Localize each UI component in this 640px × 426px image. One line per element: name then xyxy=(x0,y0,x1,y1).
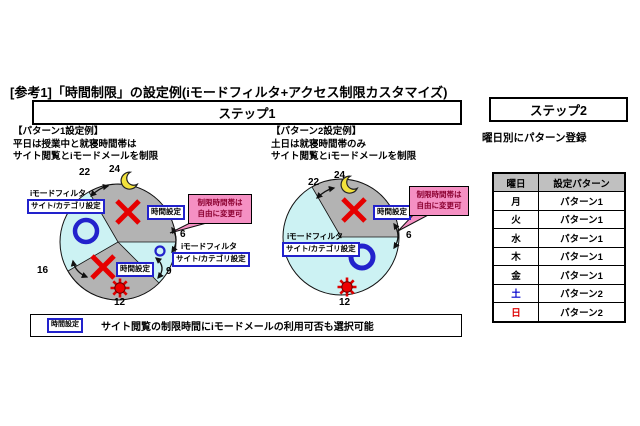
table-header-row: 曜日 設定パターン xyxy=(492,172,626,192)
clock1-hour-6: 6 xyxy=(180,229,186,240)
clock1-hour-16: 16 xyxy=(37,265,49,276)
clock2 xyxy=(282,175,434,297)
imode-filter-label-2: iモードフィルタ xyxy=(181,242,237,251)
pattern2-heading: 【パターン2設定例】 xyxy=(271,126,362,137)
time-setting-box-1: 時間設定 xyxy=(147,205,185,220)
adjust-arrow-16-1 xyxy=(70,259,89,278)
restricted-x-school-1 xyxy=(90,254,116,280)
moon-icon xyxy=(340,175,359,194)
clock1-hour-12: 12 xyxy=(114,297,126,308)
step2-subtitle: 曜日別にパターン登録 xyxy=(482,132,587,144)
table-row: 木 パターン1 xyxy=(492,246,626,266)
callout-line2: 自由に変更可 xyxy=(416,201,462,210)
day-cell-sunday: 日 xyxy=(492,302,539,322)
site-category-box-3: サイト/カテゴリ設定 xyxy=(282,242,360,257)
adjust-arrow-22-2 xyxy=(316,185,336,199)
day-cell: 月 xyxy=(492,191,539,211)
allowed-o-mark-2 xyxy=(348,243,376,271)
table-row: 水 パターン1 xyxy=(492,228,626,248)
pattern2-line2: サイト閲覧とiモードメールを制限 xyxy=(271,151,417,162)
allowed-o-mark-small-1 xyxy=(154,245,166,257)
sun-icon xyxy=(110,278,130,298)
imode-filter-label-1: iモードフィルタ xyxy=(30,189,86,198)
table-row: 月 パターン1 xyxy=(492,191,626,211)
callout-line1: 制限時間帯は xyxy=(416,190,462,199)
callout-line2: 自由に変更可 xyxy=(197,209,243,218)
table-row: 日 パターン2 xyxy=(492,302,626,322)
clock2-hour-12: 12 xyxy=(339,297,351,308)
changeable-callout-2: 制限時間帯は 自由に変更可 xyxy=(409,186,469,216)
allowed-o-mark-1 xyxy=(72,217,100,245)
clock2-hour-6: 6 xyxy=(406,230,412,241)
adjust-arrow-6-1 xyxy=(171,226,178,254)
changeable-callout-1: 制限時間帯は 自由に変更可 xyxy=(188,194,252,224)
day-cell-saturday: 土 xyxy=(492,283,539,303)
table-row: 火 パターン1 xyxy=(492,209,626,229)
clock2-hour-24: 24 xyxy=(334,170,346,181)
weekday-pattern-table: 曜日 設定パターン 月 パターン1 火 パターン1 水 パターン1 木 パターン… xyxy=(492,172,626,323)
pattern1-line1: 平日は授業中と就寝時間帯は xyxy=(13,138,137,150)
pattern-cell: パターン2 xyxy=(538,302,626,322)
sun-icon xyxy=(337,277,357,297)
header-pattern: 設定パターン xyxy=(538,172,626,192)
page-title: [参考1]「時間制限」の設定例(iモードフィルタ+アクセス制限カスタマイズ) xyxy=(10,85,448,100)
day-cell: 木 xyxy=(492,246,539,266)
site-category-box-1: サイト/カテゴリ設定 xyxy=(27,199,105,214)
clock1-hour-22: 22 xyxy=(79,167,91,178)
imode-filter-label-3: iモードフィルタ xyxy=(287,232,343,241)
adjust-arrow-6-2 xyxy=(393,222,400,250)
pattern2-line1: 土日は就寝時間帯のみ xyxy=(271,138,367,150)
header-day: 曜日 xyxy=(492,172,539,192)
step2-header: ステップ2 xyxy=(489,97,628,122)
pattern-cell: パターン1 xyxy=(538,191,626,211)
restricted-x-night-1 xyxy=(115,199,141,225)
restricted-x-night-2 xyxy=(341,197,367,223)
pattern-cell: パターン1 xyxy=(538,228,626,248)
clock1-hour-9: 9 xyxy=(166,266,172,277)
step1-label: ステップ1 xyxy=(218,107,276,121)
pattern-cell: パターン2 xyxy=(538,283,626,303)
time-setting-box-2: 時間設定 xyxy=(116,262,154,277)
pattern1-line2: サイト閲覧とiモードメールを制限 xyxy=(13,151,159,162)
callout-line1: 制限時間帯は xyxy=(197,198,243,207)
clock2-hour-22: 22 xyxy=(308,177,320,188)
pattern-cell: パターン1 xyxy=(538,265,626,285)
pattern2-description: 【パターン2設定例】 土日は就寝時間帯のみ サイト閲覧とiモードメールを制限 xyxy=(271,126,416,164)
note-text: サイト閲覧の制限時間にiモードメールの利用可否も選択可能 xyxy=(101,322,374,333)
step1-header: ステップ1 xyxy=(32,100,462,125)
step2-label: ステップ2 xyxy=(530,104,587,118)
pattern1-heading: 【パターン1設定例】 xyxy=(13,126,104,137)
table-row: 土 パターン2 xyxy=(492,283,626,303)
pattern-cell: パターン1 xyxy=(538,246,626,266)
time-setting-box-3: 時間設定 xyxy=(373,205,411,220)
clock1-hour-24: 24 xyxy=(109,164,121,175)
table-row: 金 パターン1 xyxy=(492,265,626,285)
note-box: 時間設定 サイト閲覧の制限時間にiモードメールの利用可否も選択可能 xyxy=(30,314,462,337)
day-cell: 火 xyxy=(492,209,539,229)
day-cell: 金 xyxy=(492,265,539,285)
moon-icon xyxy=(120,171,139,190)
pattern1-description: 【パターン1設定例】 平日は授業中と就寝時間帯は サイト閲覧とiモードメールを制… xyxy=(13,126,158,164)
adjust-arrow-22-1 xyxy=(90,183,110,197)
adjust-arrow-9-1 xyxy=(154,257,164,280)
day-cell: 水 xyxy=(492,228,539,248)
time-setting-tag: 時間設定 xyxy=(47,318,83,333)
site-category-box-2: サイト/カテゴリ設定 xyxy=(172,252,250,267)
pattern-cell: パターン1 xyxy=(538,209,626,229)
